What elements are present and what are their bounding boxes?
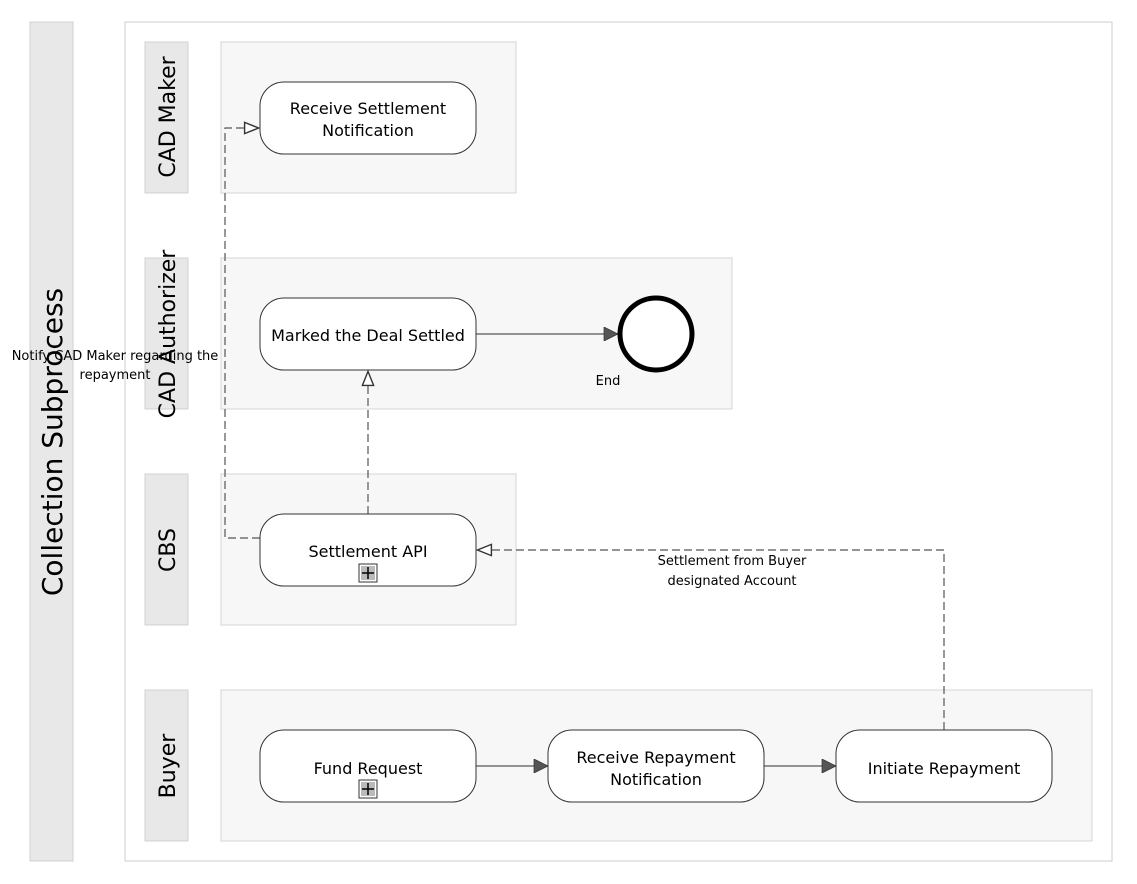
lane-header (144, 473, 189, 626)
task-label: Receive Settlement (290, 99, 446, 118)
message-flow-label: designated Account (667, 574, 796, 589)
end-event[interactable]: End (596, 295, 695, 389)
task-label: Notification (610, 770, 702, 789)
end-event-circle[interactable] (617, 295, 695, 373)
lane-label: CBS (156, 528, 181, 572)
lane-header (144, 689, 189, 842)
message-flow-label: repayment (80, 368, 151, 383)
message-flow-settlement[interactable] (475, 543, 945, 730)
subprocess-marker-icon[interactable] (358, 779, 378, 799)
pool-label: Collection Subprocess (36, 288, 69, 596)
lane-label: CAD Maker (156, 55, 181, 177)
lane-header (144, 41, 189, 194)
task-label: Fund Request (314, 759, 423, 778)
lane-label: CAD Authorizer (156, 249, 181, 419)
task-label: Receive Repayment (576, 748, 735, 767)
lane-header (144, 257, 189, 410)
message-flow-notify[interactable] (224, 121, 261, 539)
end-event-label: End (596, 374, 621, 389)
task-fund-request[interactable]: Fund Request (259, 729, 477, 803)
task-label: Notification (322, 121, 414, 140)
task-label: Marked the Deal Settled (271, 326, 465, 345)
subprocess-marker-icon[interactable] (358, 563, 378, 583)
message-flow-label: Notify CAD Maker regarding the (12, 349, 219, 364)
lane-label: Buyer (156, 733, 181, 799)
task-receive-repayment[interactable]: Receive Repayment Notification (547, 729, 765, 803)
pool-header (29, 21, 74, 862)
task-marked-deal-settled[interactable]: Marked the Deal Settled (259, 297, 477, 371)
task-label: Settlement API (308, 542, 427, 561)
task-receive-settlement[interactable]: Receive Settlement Notification (259, 81, 477, 155)
task-initiate-repayment[interactable]: Initiate Repayment (835, 729, 1053, 803)
task-label: Initiate Repayment (868, 759, 1021, 778)
task-settlement-api[interactable]: Settlement API (259, 513, 477, 587)
message-flow-label: Settlement from Buyer (658, 554, 807, 569)
